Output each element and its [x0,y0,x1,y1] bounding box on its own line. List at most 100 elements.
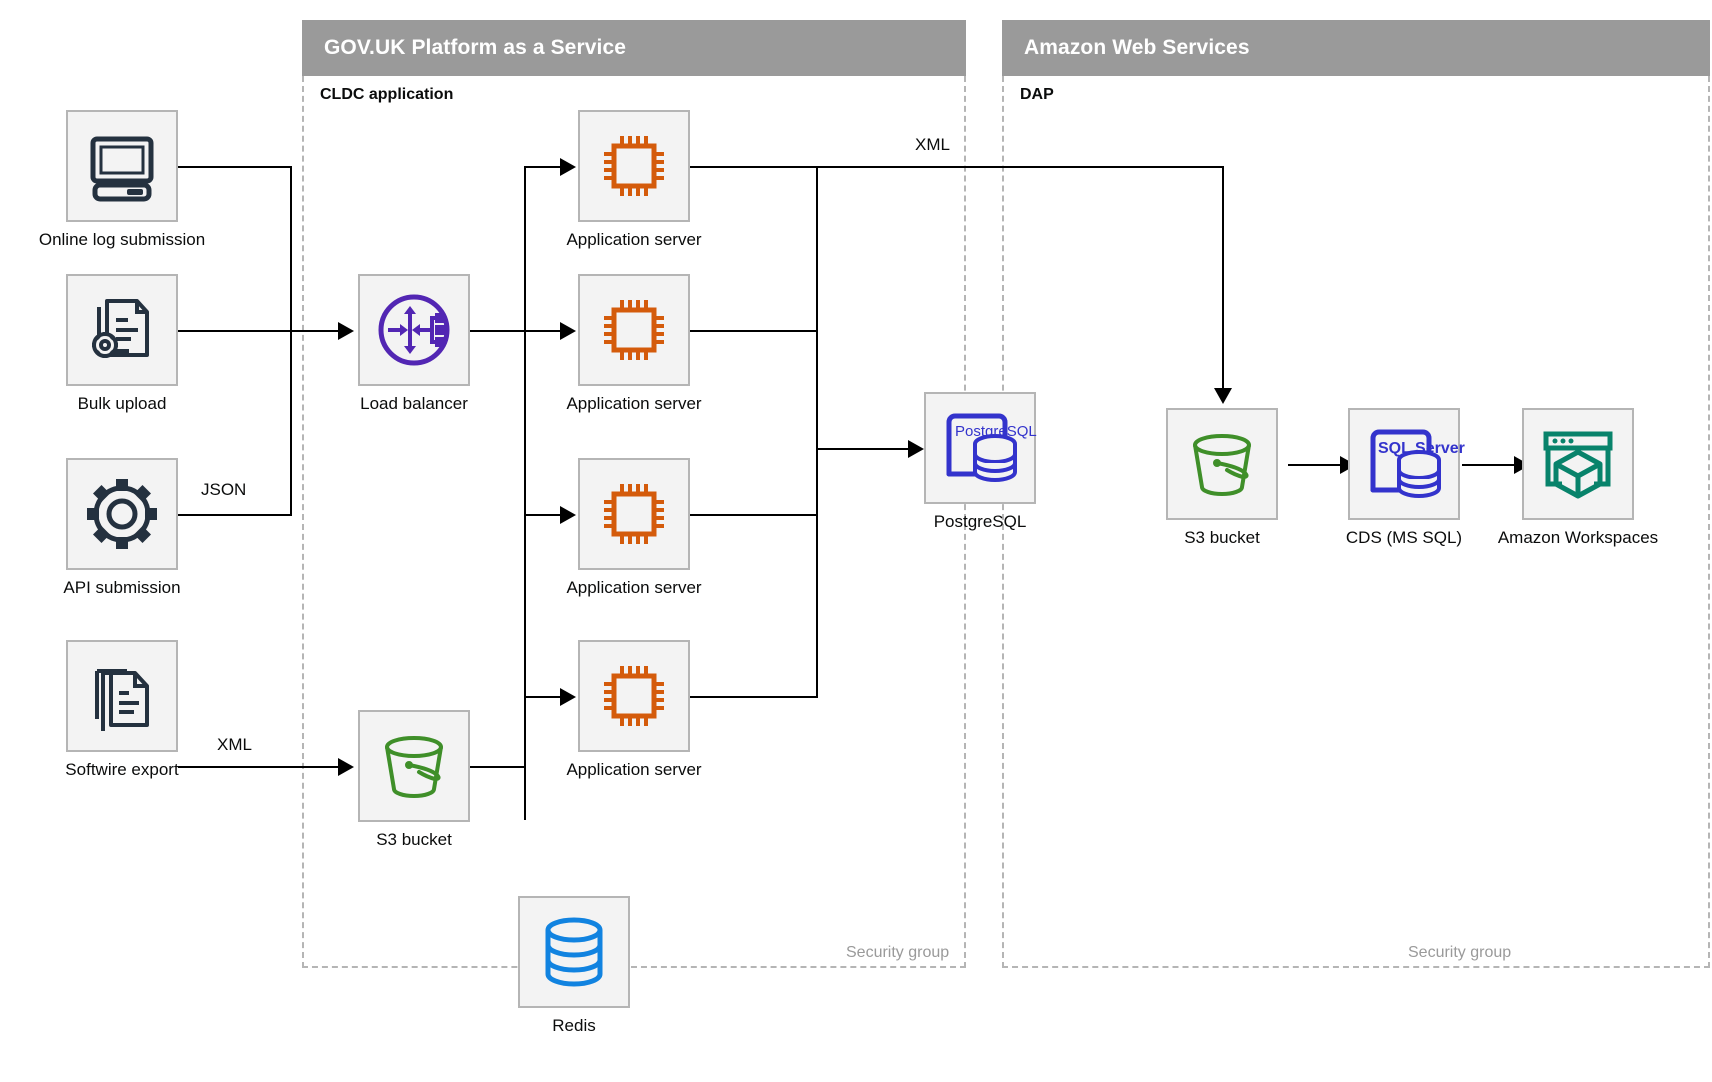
edge-trunk-left-upper [290,166,292,366]
edge-db-collector-bus [816,166,818,698]
node-online-log-submission[interactable]: Online log submission [39,110,205,249]
node-label-redis: Redis [552,1016,596,1035]
node-application-server-3[interactable]: Application server [566,458,702,597]
cpu-chip-icon [604,484,664,544]
s3-bucket-icon [385,736,443,798]
node-label-application-server-1: Application server [566,230,702,249]
node-box-s3-bucket-paas [358,710,470,822]
group-title-dap: DAP [1020,86,1054,103]
node-s3-bucket-aws[interactable]: S3 bucket [1166,408,1278,547]
edge-label-xml-softwire: XML [212,735,257,755]
node-label-amazon-workspaces: Amazon Workspaces [1497,528,1659,547]
node-label-s3-bucket-paas: S3 bucket [376,830,452,849]
edge-bus-to-app2 [524,330,562,332]
node-label-postgresql: PostgreSQL [933,512,1027,531]
edge-label-json: JSON [196,480,252,500]
node-box-application-server-3 [578,458,690,570]
edge-bulk-to-lb [178,330,340,332]
s3-bucket-icon [1193,434,1251,496]
edge-app2-to-collector [690,330,818,332]
edge-aws-down-to-s3 [1222,166,1224,392]
node-postgresql[interactable]: PostgreSQL PostgreSQL [924,392,1037,531]
node-label-application-server-2: Application server [566,394,702,413]
node-box-application-server-2 [578,274,690,386]
provider-title-aws: Amazon Web Services [1024,36,1250,59]
edge-app3-to-collector [690,514,818,516]
redis-database-icon [545,917,603,987]
arrow-into-postgresql [908,440,924,458]
node-box-application-server-4 [578,640,690,752]
node-box-postgresql: PostgreSQL [924,392,1037,504]
node-box-amazon-workspaces [1522,408,1634,520]
edge-softwire-to-s3 [178,766,340,768]
node-box-bulk-upload [66,274,178,386]
node-application-server-1[interactable]: Application server [566,110,702,249]
node-label-load-balancer: Load balancer [360,394,468,413]
sql-server-icon: SQL Server [1370,429,1465,498]
edge-bus-to-app1 [524,166,562,168]
edge-bus-to-app4 [524,696,562,698]
cpu-chip-icon [604,666,664,726]
cpu-chip-icon [604,136,664,196]
node-label-bulk-upload: Bulk upload [77,394,167,413]
documents-gear-icon [92,299,149,358]
node-box-application-server-1 [578,110,690,222]
node-application-server-4[interactable]: Application server [566,640,702,779]
node-label-softwire-export: Softwire export [65,760,179,779]
node-box-api-submission [66,458,178,570]
node-box-cds-ms-sql: SQL Server [1348,408,1465,520]
node-label-application-server-4: Application server [566,760,702,779]
arrow-into-app-server-3 [560,506,576,524]
arrow-into-s3-paas [338,758,354,776]
load-balancer-icon [378,294,450,366]
edge-collector-to-postgres [816,448,912,450]
node-cds-ms-sql[interactable]: SQL Server CDS (MS SQL) [1346,408,1465,547]
node-softwire-export[interactable]: Softwire export [65,640,179,779]
node-amazon-workspaces[interactable]: Amazon Workspaces [1498,408,1658,547]
node-api-submission[interactable]: API submission [63,458,181,597]
edge-cds-to-workspaces [1462,464,1522,466]
edge-app4-to-collector [690,696,818,698]
node-label-cds-ms-sql: CDS (MS SQL) [1345,528,1463,547]
edge-s3paas-to-bus [470,766,524,768]
arrow-into-app-server-4 [560,688,576,706]
provider-header-aws: Amazon Web Services [1002,20,1710,76]
edge-trunk-left-lower [290,366,292,516]
edge-app1-to-aws [690,166,1224,168]
arrow-into-app-server-1 [560,158,576,176]
edge-redis-to-bus [524,696,526,820]
node-application-server-2[interactable]: Application server [566,274,702,413]
security-group-aws [1002,76,1710,968]
edge-api-to-trunk [178,514,292,516]
edge-s3-to-cds [1288,464,1348,466]
node-bulk-upload[interactable]: Bulk upload [66,274,178,413]
postgresql-icon-text: PostgreSQL [955,423,1037,440]
security-group-label-aws: Security group [1408,944,1512,961]
edge-online-to-trunk [178,166,292,168]
edge-label-xml-aws: XML [910,135,955,155]
node-label-api-submission: API submission [63,578,181,597]
node-label-application-server-3: Application server [566,578,702,597]
node-box-softwire-export [66,640,178,752]
node-redis[interactable]: Redis [518,896,630,1035]
desktop-computer-icon [90,136,154,202]
node-box-s3-bucket-aws [1166,408,1278,520]
security-group-label-paas: Security group [846,944,950,961]
node-s3-bucket-paas[interactable]: S3 bucket [358,710,470,849]
arrow-into-load-balancer [338,322,354,340]
group-title-cldc: CLDC application [320,86,454,103]
node-box-redis [518,896,630,1008]
node-load-balancer[interactable]: Load balancer [358,274,470,413]
node-label-s3-bucket-aws: S3 bucket [1184,528,1260,547]
cpu-chip-icon [604,300,664,360]
provider-title-paas: GOV.UK Platform as a Service [324,36,626,59]
node-box-load-balancer [358,274,470,386]
security-group-paas [302,76,966,968]
edge-app-distribution-bus [524,166,526,696]
amazon-workspaces-icon [1543,431,1613,499]
gear-icon [87,479,157,549]
edge-lb-to-bus [470,330,526,332]
postgresql-icon: PostgreSQL [946,413,1037,482]
node-label-online-log-submission: Online log submission [38,230,206,249]
